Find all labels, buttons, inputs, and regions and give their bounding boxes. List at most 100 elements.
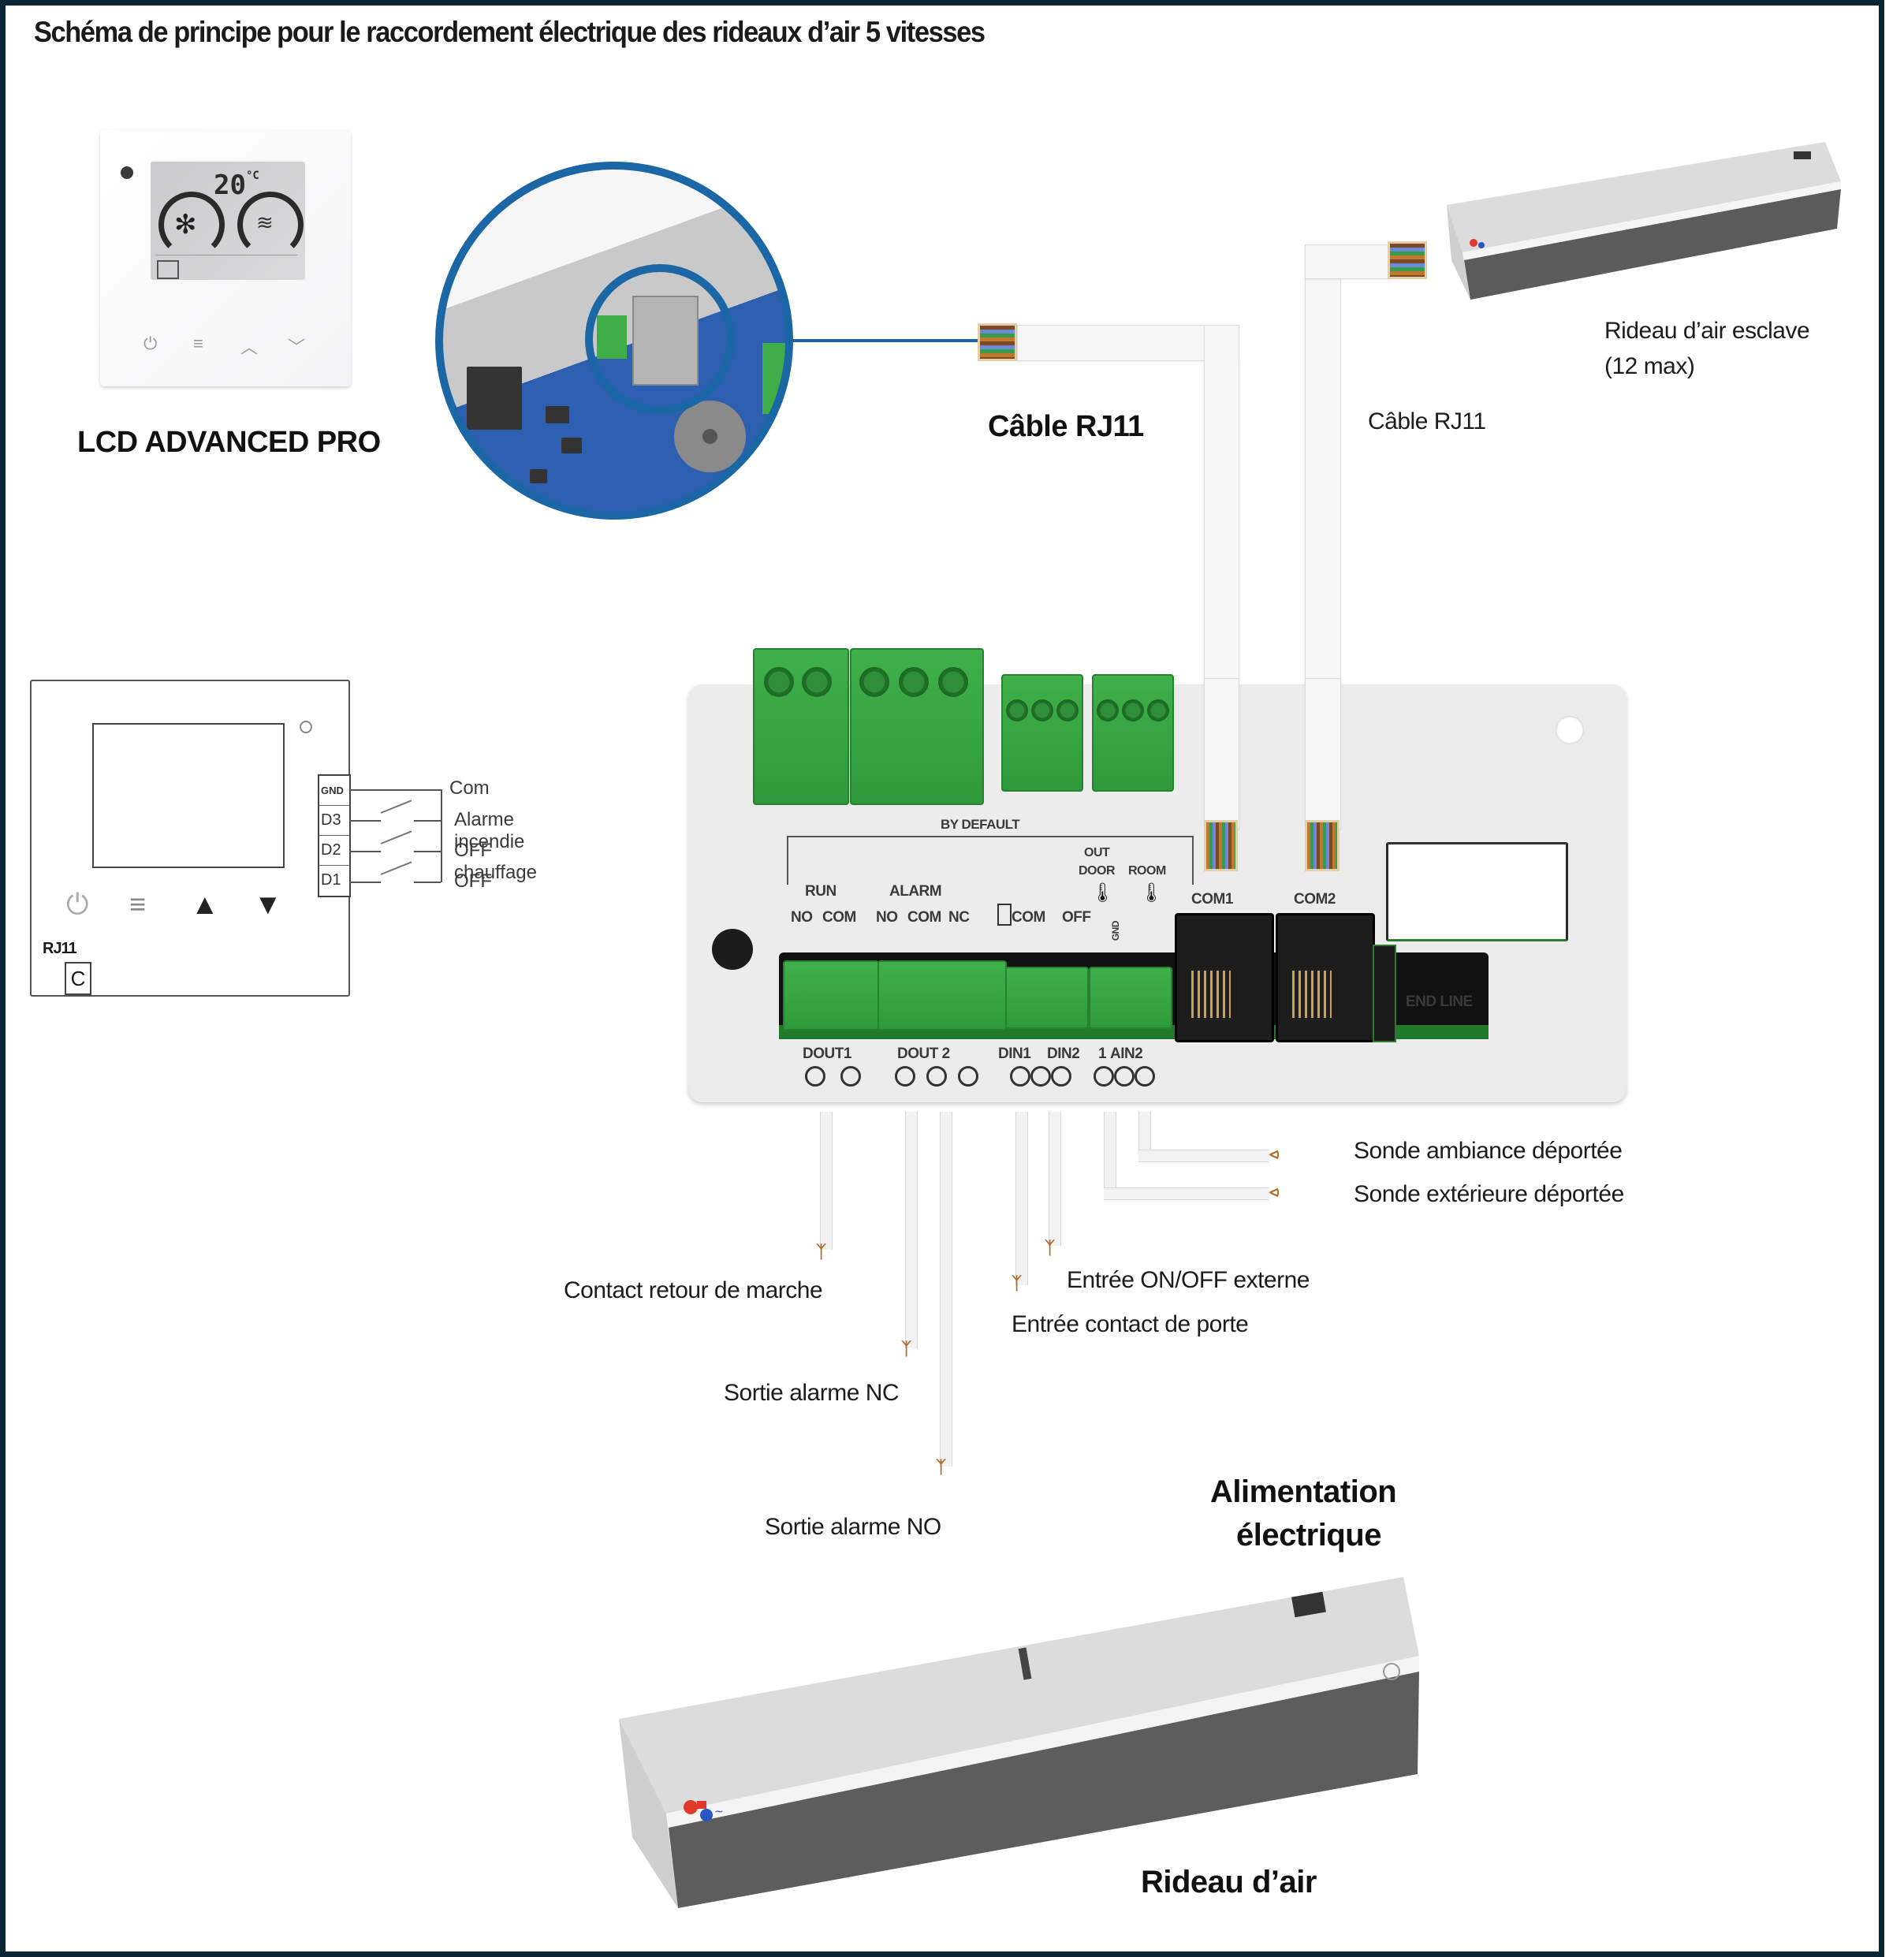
label-alarm-no: Sortie alarme NO bbox=[765, 1514, 941, 1540]
door-icon bbox=[997, 904, 1012, 926]
thermometer-icon: 🌡 bbox=[1090, 882, 1115, 904]
pin-label: NO bbox=[876, 909, 898, 926]
slave-air-curtain bbox=[1447, 142, 1841, 300]
run-label: RUN bbox=[805, 883, 836, 900]
fan-gauge-icon bbox=[158, 192, 225, 258]
pin-label: NC bbox=[948, 909, 970, 926]
rj11-plug bbox=[1388, 241, 1427, 279]
dout2-label: DOUT 2 bbox=[897, 1046, 950, 1062]
power-label-line2: électrique bbox=[1236, 1518, 1381, 1553]
terminal-circle bbox=[1010, 1066, 1030, 1087]
pluggable-terminal-din[interactable] bbox=[1001, 674, 1083, 792]
wire-end-icon: ᛉ bbox=[816, 1242, 827, 1262]
terminal-circle bbox=[1114, 1066, 1135, 1087]
label-room-probe: Sonde ambiance déportée bbox=[1354, 1138, 1623, 1164]
label-run-contact: Contact retour de marche bbox=[564, 1277, 823, 1303]
ain1-label: 1 bbox=[1098, 1046, 1107, 1062]
wire-room-probe bbox=[1138, 1112, 1151, 1159]
out-label: OUT bbox=[1084, 846, 1110, 859]
main-curtain-grille bbox=[669, 1672, 1419, 1908]
terminal-circle bbox=[926, 1066, 947, 1087]
dip-switch-window bbox=[1386, 842, 1568, 941]
wire-end-icon: ᛉ bbox=[936, 1457, 947, 1477]
main-curtain-top bbox=[619, 1577, 1419, 1813]
ain2-label: AIN2 bbox=[1110, 1046, 1143, 1062]
din2-label: DIN2 bbox=[1047, 1046, 1080, 1062]
thermostat-temperature: 20°C bbox=[214, 170, 259, 201]
wire-end-icon: ⪦ bbox=[1269, 1143, 1280, 1163]
remote-thermostat-schematic: GND D3 D2 D1 Com Alarme incendie OFF cha… bbox=[30, 680, 537, 997]
terminal-circle bbox=[958, 1066, 978, 1087]
heating-icon: ≋ bbox=[256, 211, 274, 234]
pin-label: COM bbox=[907, 909, 941, 926]
wire-label-com: Com bbox=[449, 777, 490, 799]
terminal-d1: D1 bbox=[321, 871, 341, 889]
up-arrow-icon: ▲ bbox=[191, 888, 219, 920]
rj11-plug-com2 bbox=[1305, 820, 1340, 871]
pin-label: COM bbox=[1012, 909, 1045, 926]
detail-highlight-circle bbox=[585, 264, 735, 414]
wire-alarm-no bbox=[940, 1112, 952, 1467]
thermostat-lcd-advanced-pro: 20°C ✻ ≋ ⏻ ≡ ︿ ﹀ bbox=[100, 130, 351, 386]
power-label-line1: Alimentation bbox=[1210, 1474, 1397, 1509]
power-switch bbox=[1291, 1591, 1326, 1618]
terminal-dout2 bbox=[877, 960, 1007, 1031]
schematic-terminal-block: GND D3 D2 D1 bbox=[318, 774, 351, 897]
wire-end-icon: ᛉ bbox=[1045, 1238, 1056, 1258]
wire-onoff-input bbox=[1049, 1112, 1061, 1246]
label-onoff-input: Entrée ON/OFF externe bbox=[1067, 1267, 1310, 1293]
terminal-d2: D2 bbox=[319, 836, 349, 866]
power-icon: ⏻ bbox=[66, 888, 89, 920]
terminal-circle bbox=[1030, 1066, 1051, 1087]
terminal-circle bbox=[840, 1066, 861, 1087]
terminal-circle bbox=[805, 1066, 825, 1087]
dout1-label: DOUT1 bbox=[803, 1046, 851, 1062]
schematic-sensor-icon bbox=[300, 721, 312, 733]
wire-run-contact bbox=[820, 1112, 833, 1250]
diagram-title: Schéma de principe pour le raccordement … bbox=[34, 16, 986, 48]
rj11-port-com2[interactable] bbox=[1276, 913, 1375, 1042]
main-cable-label: Câble RJ11 bbox=[988, 410, 1144, 443]
slave-curtain-top bbox=[1447, 142, 1841, 252]
terminal-d3: D3 bbox=[319, 806, 349, 836]
pluggable-terminal-ain[interactable] bbox=[1092, 674, 1174, 792]
heat-gauge-icon bbox=[237, 192, 304, 258]
pin-label: OFF bbox=[1062, 909, 1091, 926]
pluggable-terminal-2pin[interactable] bbox=[753, 648, 849, 805]
pin-label: NO bbox=[791, 909, 813, 926]
com1-label: COM1 bbox=[1191, 891, 1233, 908]
wire-end-icon: ᛉ bbox=[901, 1339, 912, 1359]
label-outdoor-probe: Sonde extérieure déportée bbox=[1354, 1181, 1624, 1207]
pluggable-terminal-3pin[interactable] bbox=[850, 648, 984, 805]
thermostat-led-icon bbox=[121, 166, 133, 179]
mounting-hole bbox=[1556, 716, 1584, 744]
power-button-icon[interactable]: ⏻ bbox=[143, 334, 158, 353]
din1-label: DIN1 bbox=[998, 1046, 1031, 1062]
end-line-jumper[interactable] bbox=[1373, 945, 1396, 1042]
schematic-screen bbox=[92, 723, 285, 868]
label-door-input: Entrée contact de porte bbox=[1012, 1311, 1249, 1337]
com2-label: COM2 bbox=[1294, 891, 1336, 908]
wire-end-icon: ᛉ bbox=[1012, 1273, 1023, 1293]
menu-button-icon[interactable]: ≡ bbox=[193, 334, 203, 353]
thermostat-label: LCD ADVANCED PRO bbox=[77, 426, 381, 459]
down-button-icon[interactable]: ﹀ bbox=[288, 337, 306, 357]
rj11-plug-com1 bbox=[1204, 820, 1238, 871]
mode-icon bbox=[157, 260, 179, 279]
up-button-icon[interactable]: ︿ bbox=[240, 337, 259, 357]
board-detail-zoom bbox=[435, 162, 793, 520]
hot-water-indicator-icon bbox=[684, 1800, 698, 1814]
room-label: ROOM bbox=[1128, 864, 1166, 878]
wire-label-off: OFF bbox=[454, 870, 492, 892]
pin-label: COM bbox=[822, 909, 856, 926]
rj11-port-com1[interactable] bbox=[1175, 913, 1274, 1042]
cold-water-indicator-icon bbox=[700, 1809, 713, 1821]
rj11-connector-label: RJ11 bbox=[43, 940, 77, 957]
terminal-ain bbox=[1089, 967, 1172, 1029]
gnd-label: GND bbox=[1110, 921, 1121, 941]
thermostat-screen: 20°C ✻ ≋ bbox=[151, 162, 305, 280]
slave-curtain-grille bbox=[1464, 189, 1841, 300]
zoom-leader-line bbox=[792, 339, 978, 342]
wire-end-icon: ⪦ bbox=[1269, 1181, 1280, 1201]
by-default-label: BY DEFAULT bbox=[941, 817, 1020, 832]
